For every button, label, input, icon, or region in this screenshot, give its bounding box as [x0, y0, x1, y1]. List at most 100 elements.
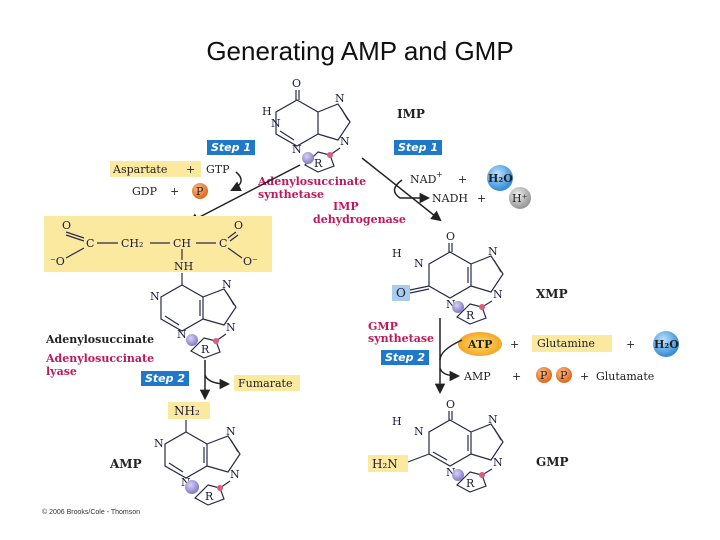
ads-n3: N [177, 328, 187, 341]
aspartate-label: Aspartate [112, 163, 167, 176]
gmp-r: R [466, 477, 475, 490]
left-step2-label: Step 2 [145, 372, 185, 385]
gmp-h1: H [392, 415, 402, 428]
phosphate-label: P [540, 369, 548, 382]
xmp-n1: N [414, 257, 424, 270]
h2o-label: H₂O [488, 172, 513, 185]
xmp-r: R [466, 309, 475, 322]
copyright-text: © 2006 Brooks/Cole - Thomson [42, 508, 140, 516]
fumarate-label: Fumarate [238, 377, 292, 390]
phosphate-icon [556, 367, 572, 383]
succ-o2: O [234, 219, 243, 232]
nadh-label: NADH [432, 192, 468, 205]
amp-n7: N [226, 425, 236, 438]
succ-o-minus-right: O⁻ [243, 255, 258, 268]
proton-icon [509, 187, 531, 209]
gmp-o-top: O [446, 398, 455, 411]
imp-n7-atom: N [335, 92, 345, 105]
ads-n1: N [150, 290, 160, 303]
gmp-synthetase-line2: synthetase [368, 332, 434, 345]
amp-nh2: NH₂ [174, 404, 200, 418]
gmp-n7: N [488, 413, 498, 426]
phosphate-label: P [560, 369, 568, 382]
succ-nh: NH [174, 260, 193, 273]
nad-plus-sign: + [436, 170, 443, 179]
amp-r: R [205, 490, 214, 503]
ads-r: R [201, 343, 210, 356]
imp-n9-atom: N [340, 135, 350, 148]
water-molecule-icon [653, 331, 679, 357]
fumarate-highlight [234, 375, 300, 391]
succinyl-highlight [44, 216, 272, 272]
right-step1-box [394, 140, 442, 155]
plus-sign: + [186, 163, 195, 176]
ads-n7: N [222, 278, 232, 291]
plus-sign: + [580, 370, 589, 383]
nad-label: NAD [410, 173, 437, 186]
plus-sign: + [477, 192, 486, 205]
gmp-h2n: H₂N [372, 457, 398, 471]
imp-dehydrogenase-line1: IMP [333, 200, 359, 213]
xmp-molecule: O H N N N N R [392, 230, 504, 325]
amp-label: AMP [109, 457, 142, 471]
succ-ch2: CH₂ [121, 237, 143, 250]
adenylosuccinate-synthetase-line1: Adenylosuccinate [257, 175, 366, 188]
adenylosuccinate-lyase-line1: Adenylosuccinate [45, 352, 154, 365]
glutamine-highlight [532, 335, 612, 352]
page-title: Generating AMP and GMP [206, 36, 514, 66]
succ-c2: C [219, 237, 227, 250]
atp-glow [458, 332, 502, 356]
succinyl-group: O ⁻O C CH₂ CH C O O⁻ NH [50, 219, 258, 273]
imp-r-atom: R [314, 157, 323, 170]
succ-ch: CH [173, 237, 191, 250]
plus-sign: + [458, 173, 467, 186]
succ-o-minus-left: ⁻O [50, 255, 65, 268]
left-step1-box [207, 140, 255, 155]
plus-sign: + [626, 338, 635, 351]
imp-h-atom: H [262, 105, 272, 118]
plus-sign: + [170, 185, 179, 198]
left-step1-label: Step 1 [211, 141, 251, 154]
adenylosuccinate-lyase-line2: lyase [46, 365, 77, 378]
nh2-highlight [168, 402, 210, 419]
xmp-n3: N [446, 298, 456, 311]
amp-product-label: AMP [463, 370, 491, 383]
adenylosuccinate-purine: N N N N R [150, 273, 237, 359]
plus-sign: + [512, 370, 521, 383]
aspartate-highlight [110, 161, 201, 177]
h-plus-label: H⁺ [512, 192, 528, 205]
right-step1-label: Step 1 [398, 141, 438, 154]
xmp-o-highlight: O [396, 286, 406, 300]
adenylosuccinate-synthetase-line2: synthetase [258, 188, 324, 201]
amp-purine: N N N N R [154, 420, 241, 506]
xmp-o-top: O [446, 230, 455, 243]
xmp-label: XMP [536, 287, 568, 301]
imp-dehydrogenase-line2: dehydrogenase [313, 213, 406, 226]
xmp-n9: N [493, 288, 503, 301]
ads-n9: N [226, 321, 236, 334]
right-step2-label: Step 2 [385, 351, 425, 364]
h2o-label: H₂O [654, 338, 679, 351]
succ-o1: O [62, 219, 71, 232]
atp-label: ATP [467, 338, 492, 351]
water-molecule-icon [487, 165, 513, 191]
gmp-label: GMP [536, 455, 569, 469]
gmp-n9: N [493, 456, 503, 469]
amp-n1: N [154, 437, 164, 450]
phosphate-label: P [196, 185, 204, 198]
h2n-highlight [368, 455, 408, 472]
plus-sign: + [510, 338, 519, 351]
succ-c1: C [86, 237, 94, 250]
imp-n1-atom: N [271, 117, 281, 130]
phosphate-icon [192, 183, 208, 199]
phosphate-icon [536, 367, 552, 383]
gmp-synthetase-line1: GMP [368, 320, 398, 333]
gtp-label: GTP [206, 163, 230, 176]
xmp-oxygen-highlight [392, 285, 410, 301]
amp-n3: N [181, 476, 191, 489]
imp-o-atom: O [292, 77, 301, 90]
imp-label: IMP [397, 107, 425, 121]
gmp-n1: N [414, 425, 424, 438]
imp-molecule: O H N N N N R [262, 77, 351, 173]
